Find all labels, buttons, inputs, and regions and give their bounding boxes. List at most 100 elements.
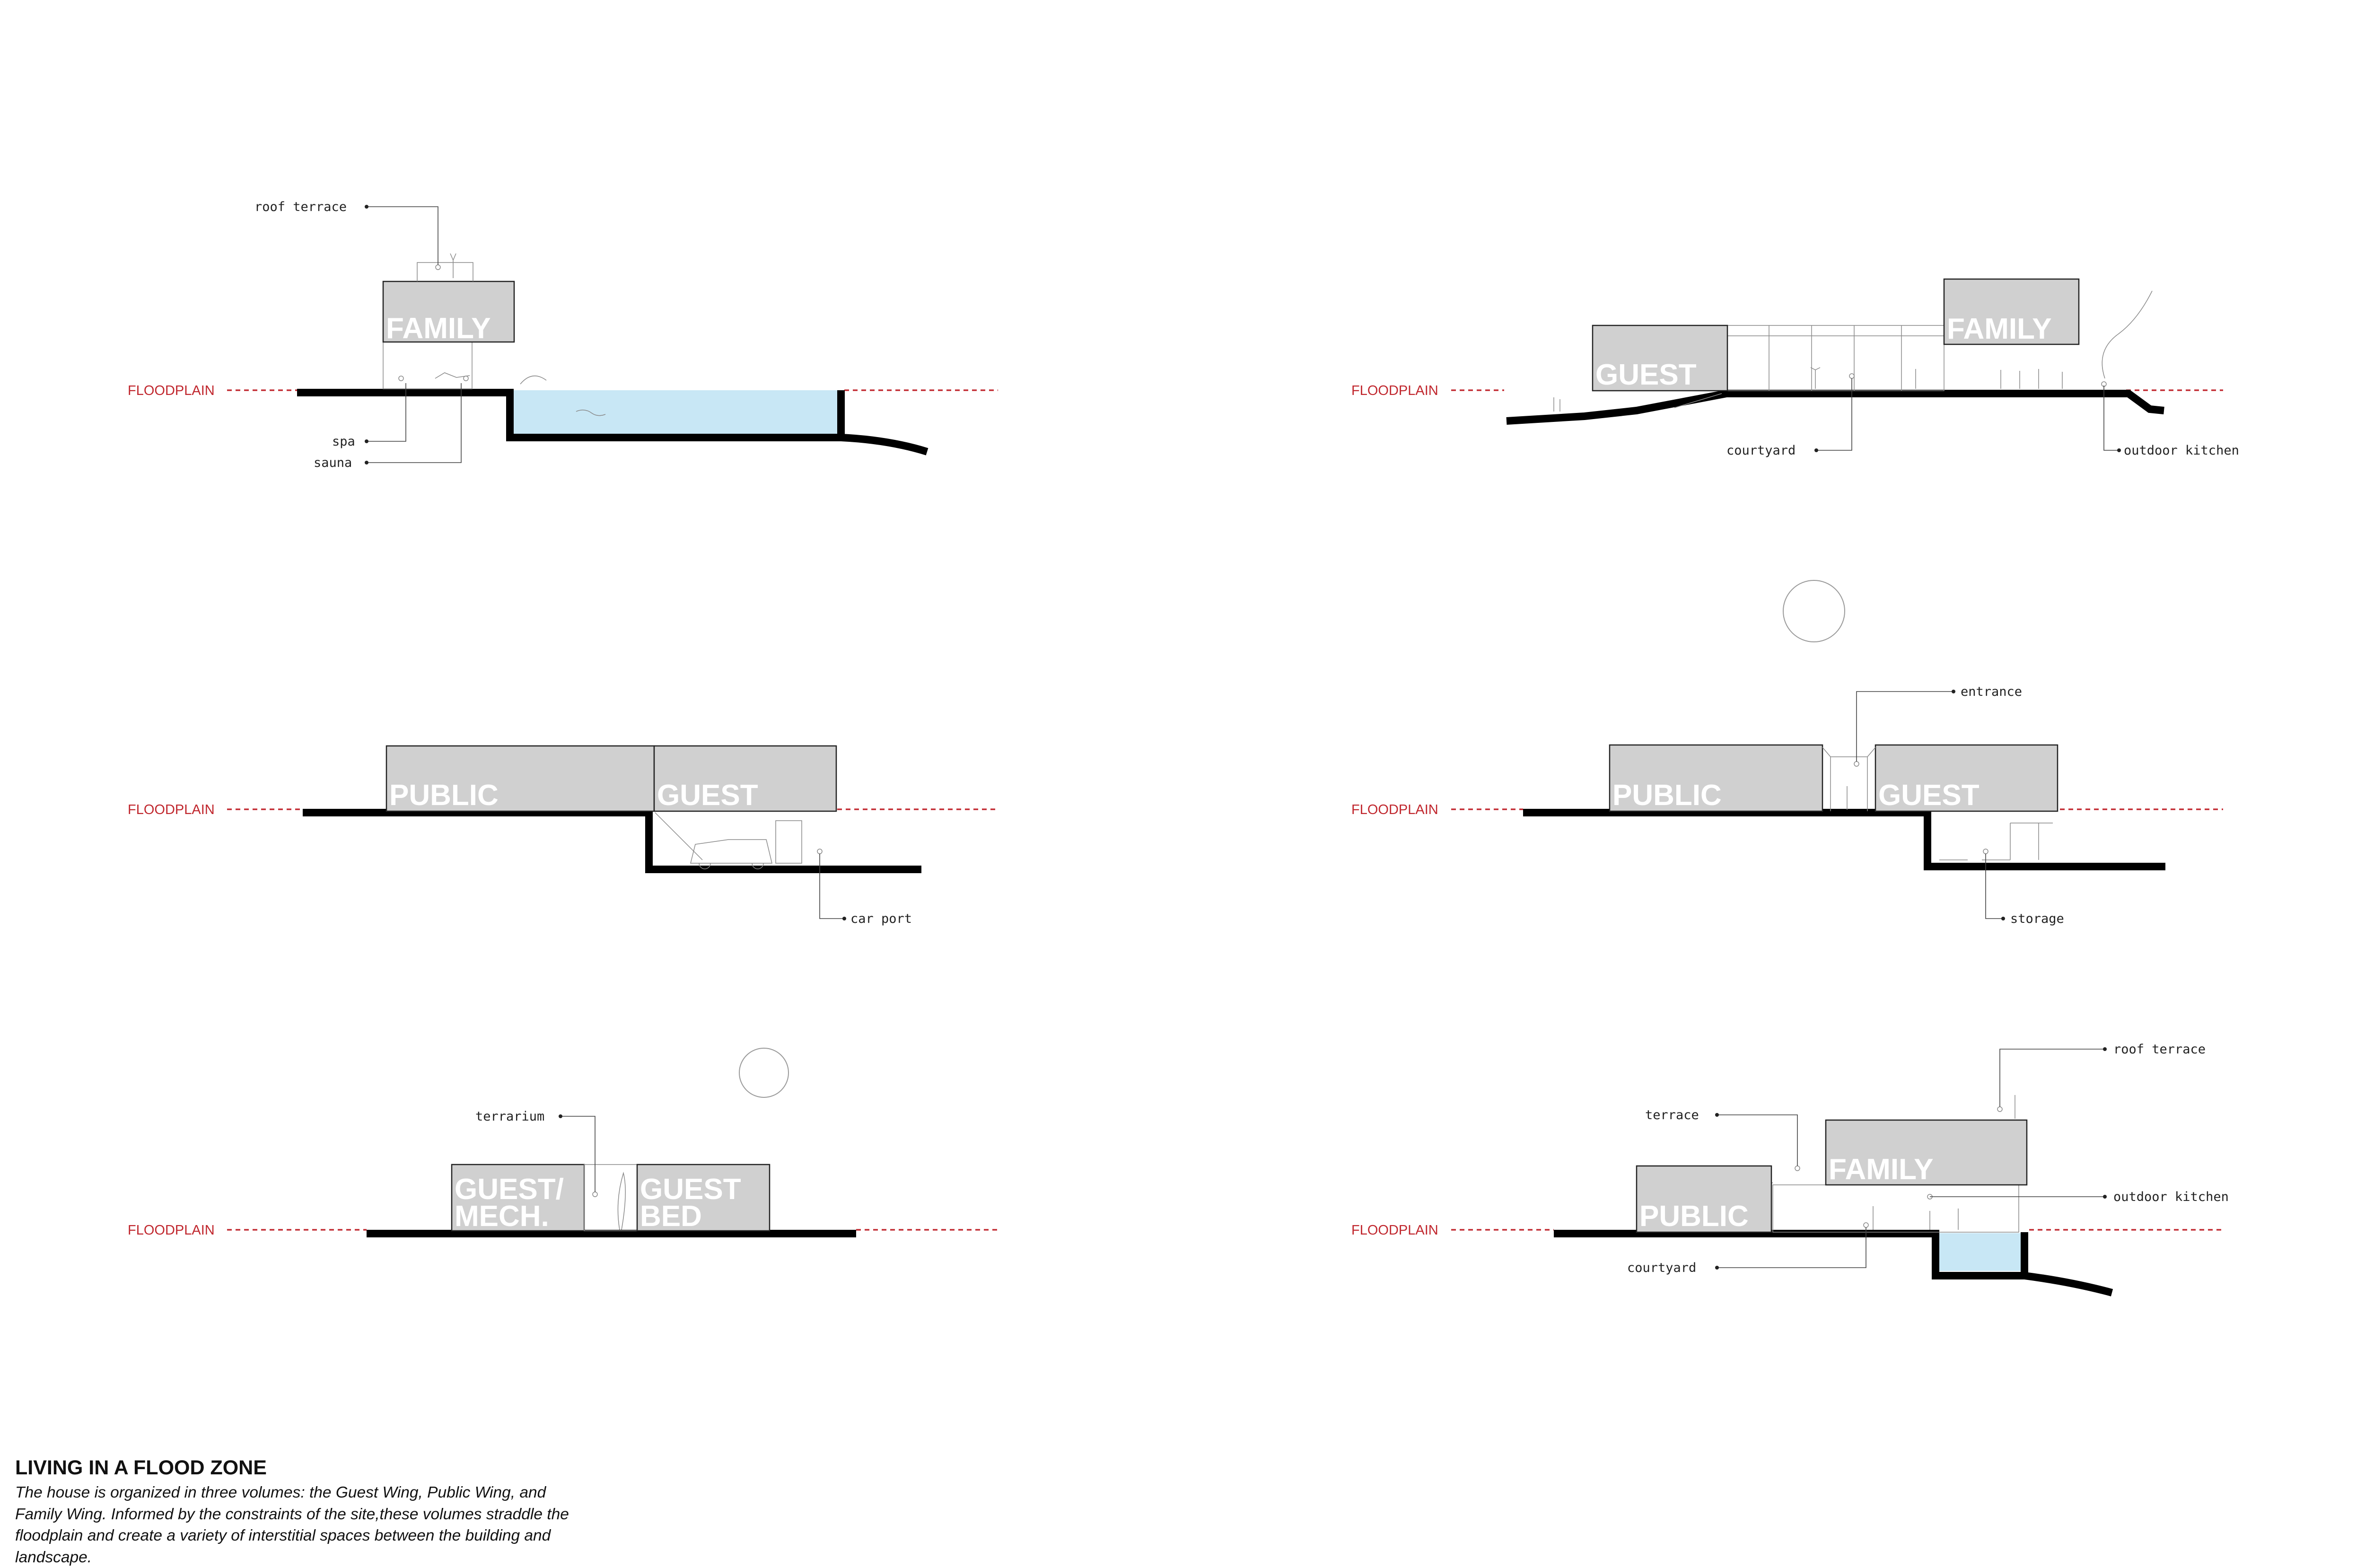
leader-dot bbox=[365, 205, 368, 209]
pool-water bbox=[510, 390, 841, 435]
ground-section bbox=[1554, 1230, 2113, 1296]
section-1: FLOODPLAIN FAMILY roof terrace spa sauna bbox=[128, 200, 998, 470]
leader-dot bbox=[365, 461, 368, 464]
interior-figures bbox=[1873, 1206, 1959, 1230]
volume-label: BED bbox=[640, 1200, 702, 1233]
grill-smoke bbox=[2102, 290, 2153, 379]
public-volume bbox=[1636, 1165, 1772, 1233]
roof-terrace-marker bbox=[435, 264, 441, 270]
terrarium-frame bbox=[584, 1164, 638, 1231]
volume-label: MECH. bbox=[455, 1200, 549, 1233]
label-courtyard: courtyard bbox=[1627, 1261, 1696, 1275]
public-volume bbox=[385, 745, 655, 812]
guest-volume bbox=[653, 745, 837, 812]
leader-sauna bbox=[367, 383, 462, 463]
storage-marker bbox=[1983, 849, 1988, 854]
sun-icon bbox=[1783, 580, 1845, 642]
leader-roof-terrace bbox=[367, 206, 438, 265]
label-courtyard: courtyard bbox=[1726, 443, 1796, 458]
section-2: FLOODPLAIN GUEST FAMILY courtyard outdoo… bbox=[1351, 278, 2239, 458]
guest-volume bbox=[1592, 324, 1728, 392]
floodplain-label: FLOODPLAIN bbox=[1351, 383, 1438, 398]
label-roof-terrace: roof terrace bbox=[2113, 1042, 2206, 1057]
interior-frame bbox=[1772, 1184, 2019, 1233]
leader-terrace bbox=[1717, 1114, 1798, 1166]
leader-dot bbox=[2001, 917, 2005, 920]
roof-rail bbox=[417, 262, 473, 281]
leader-dot bbox=[2117, 448, 2121, 452]
family-volume bbox=[1825, 1119, 2028, 1186]
leader-dot bbox=[1715, 1113, 1719, 1117]
volume-label: GUEST bbox=[1595, 359, 1697, 391]
label-entrance: entrance bbox=[1961, 684, 2022, 699]
spa-room-outline bbox=[383, 341, 473, 389]
label-sauna: sauna bbox=[314, 456, 352, 470]
floodplain-label: FLOODPLAIN bbox=[128, 802, 215, 817]
floodplain-label: FLOODPLAIN bbox=[1351, 1223, 1438, 1238]
label-outdoor-kitchen: outdoor kitchen bbox=[2113, 1190, 2229, 1204]
lounger-figure bbox=[435, 372, 470, 379]
label-spa: spa bbox=[332, 434, 355, 449]
terrarium-plant bbox=[617, 1172, 626, 1230]
volume-label: GUEST/ bbox=[455, 1173, 564, 1206]
leader-terrarium bbox=[561, 1116, 596, 1192]
label-car-port: car port bbox=[850, 911, 912, 926]
leader-storage bbox=[1985, 854, 2003, 919]
guest-mech-volume bbox=[451, 1164, 585, 1232]
section-6: FLOODPLAIN PUBLIC FAMILY roof terrace te… bbox=[1351, 1042, 2229, 1296]
sauna-marker bbox=[463, 376, 469, 381]
stair-sketch bbox=[655, 812, 703, 860]
leader-entrance bbox=[1856, 691, 1953, 762]
entrance-marker bbox=[1854, 761, 1859, 767]
leader-dot bbox=[1814, 448, 1818, 452]
volume-label: GUEST bbox=[1878, 779, 1980, 812]
stair-ramp bbox=[1674, 393, 1722, 408]
ground-section bbox=[1523, 809, 2165, 870]
leader-courtyard bbox=[1816, 378, 1852, 451]
storage-sketch bbox=[1939, 823, 2053, 860]
caption-title: LIVING IN A FLOOD ZONE bbox=[15, 1456, 267, 1479]
volume-label: PUBLIC bbox=[1639, 1200, 1749, 1233]
leader-dot bbox=[2103, 1047, 2107, 1051]
person-figure bbox=[1810, 367, 1821, 389]
diver-splash bbox=[520, 375, 547, 385]
leader-dot bbox=[842, 917, 846, 920]
guest-bed-volume bbox=[636, 1164, 771, 1232]
leader-dot bbox=[1952, 690, 1955, 693]
roof-terrace-marker bbox=[1997, 1106, 2003, 1112]
volume-label: FAMILY bbox=[386, 312, 491, 345]
leader-car-port bbox=[819, 854, 844, 919]
kitchen-people bbox=[2000, 369, 2063, 389]
floodplain-label: FLOODPLAIN bbox=[128, 383, 215, 398]
family-volume bbox=[1943, 278, 2080, 345]
section-3: FLOODPLAIN PUBLIC GUEST car port bbox=[128, 745, 998, 926]
floodplain-label: FLOODPLAIN bbox=[128, 1223, 215, 1238]
public-volume bbox=[1609, 744, 1823, 812]
volume-label: PUBLIC bbox=[389, 779, 499, 812]
pool-water bbox=[1936, 1233, 2021, 1271]
entrance-frame bbox=[1822, 747, 1876, 811]
volume-label: FAMILY bbox=[1829, 1153, 1934, 1186]
caption-block: LIVING IN A FLOOD ZONE The house is orga… bbox=[15, 1456, 573, 1568]
swimmer-figure bbox=[576, 410, 606, 416]
spa-marker bbox=[398, 376, 404, 381]
label-roof-terrace: roof terrace bbox=[254, 200, 347, 214]
door-outline bbox=[775, 820, 802, 864]
volume-label: GUEST bbox=[657, 779, 758, 812]
volume-label: GUEST bbox=[640, 1173, 741, 1206]
courtyard-marker bbox=[1863, 1222, 1869, 1228]
terrarium-marker bbox=[592, 1191, 598, 1197]
label-terrace: terrace bbox=[1645, 1108, 1699, 1122]
terrace-marker bbox=[1795, 1165, 1800, 1171]
car-icon bbox=[690, 839, 772, 869]
sun-icon bbox=[739, 1048, 789, 1098]
courtyard-frame bbox=[1726, 325, 1945, 391]
label-outdoor-kitchen: outdoor kitchen bbox=[2124, 443, 2239, 458]
courtyard-marker bbox=[1849, 373, 1855, 379]
person-figure bbox=[450, 253, 456, 278]
leader-roof-terrace bbox=[1999, 1049, 2105, 1107]
ground-section bbox=[1506, 390, 2164, 425]
guest-volume bbox=[1874, 744, 2058, 812]
leader-dot bbox=[559, 1114, 562, 1118]
